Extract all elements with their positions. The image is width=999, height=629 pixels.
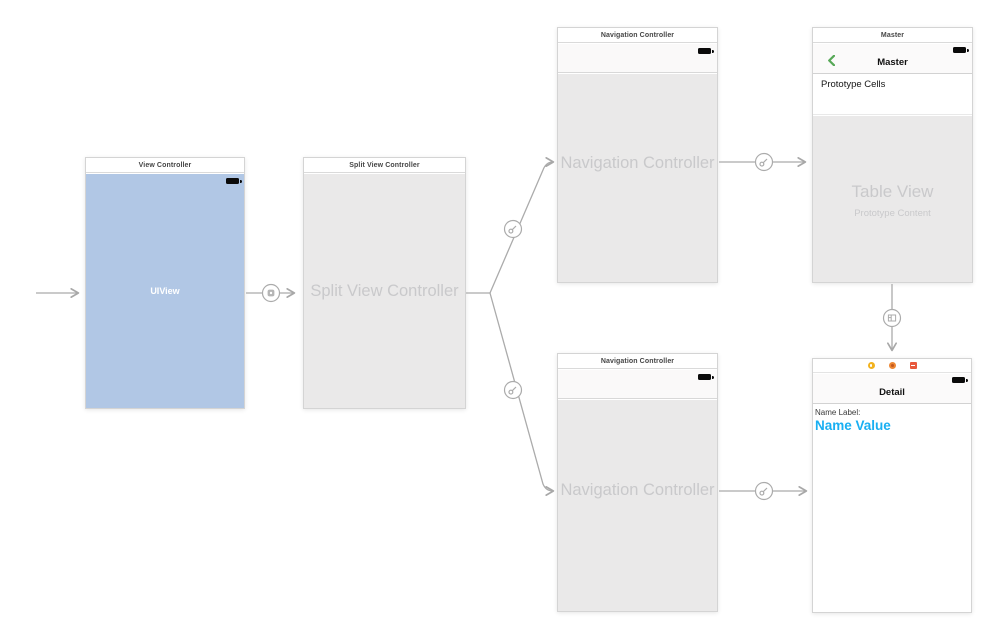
- name-label[interactable]: Name Label:: [815, 408, 861, 417]
- scene-title-split-view-controller[interactable]: Split View Controller: [304, 158, 465, 173]
- prototype-cells-header: Prototype Cells: [821, 79, 886, 90]
- scene-title-navigation-controller-top[interactable]: Navigation Controller: [558, 28, 717, 43]
- scene-split-view-controller[interactable]: Split View Controller Split View Control…: [303, 157, 466, 409]
- detail-nav-title[interactable]: Detail: [879, 387, 905, 398]
- chevron-left-icon: [828, 55, 835, 66]
- navigation-bar-top[interactable]: [558, 44, 717, 73]
- scene-master[interactable]: Master Master Prototype Cells Table View…: [812, 27, 973, 283]
- first-responder-icon[interactable]: [888, 362, 896, 369]
- battery-icon: [698, 48, 714, 54]
- navigation-controller-bottom-body[interactable]: [558, 400, 717, 611]
- detail-content-view[interactable]: Name Label: Name Value: [813, 405, 971, 612]
- embed-segue-icon[interactable]: [261, 283, 281, 303]
- battery-icon: [952, 377, 968, 383]
- relationship-segue-icon[interactable]: [754, 481, 774, 501]
- scene-title-view-controller[interactable]: View Controller: [86, 158, 244, 173]
- scene-title-navigation-controller-bottom[interactable]: Navigation Controller: [558, 354, 717, 369]
- relationship-segue-icon[interactable]: [503, 219, 523, 239]
- master-nav-title[interactable]: Master: [877, 57, 908, 68]
- navigation-bar-bottom[interactable]: [558, 370, 717, 399]
- exit-icon[interactable]: [909, 362, 917, 369]
- name-value-label[interactable]: Name Value: [815, 418, 891, 433]
- uiview-blue-view[interactable]: UIView: [86, 174, 244, 408]
- scene-navigation-controller-top[interactable]: Navigation Controller Navigation Control…: [557, 27, 718, 283]
- segue-line-split-to-nav-bottom[interactable]: [489, 292, 555, 497]
- navigation-controller-top-body[interactable]: [558, 74, 717, 282]
- table-view-placeholder-subtitle: Prototype Content: [854, 208, 931, 219]
- battery-icon: [226, 178, 242, 184]
- prototype-cells-row[interactable]: Prototype Cells: [813, 75, 972, 115]
- master-navigation-bar[interactable]: Master: [813, 44, 972, 74]
- scene-detail[interactable]: Detail Name Label: Name Value: [812, 358, 972, 613]
- split-view-controller-body[interactable]: Split View Controller: [304, 174, 465, 408]
- show-detail-segue-icon[interactable]: [882, 308, 902, 328]
- relationship-segue-icon[interactable]: [754, 152, 774, 172]
- battery-icon: [698, 374, 714, 380]
- scene-view-controller[interactable]: View Controller UIView: [85, 157, 245, 409]
- view-controller-icon[interactable]: [867, 362, 875, 369]
- scene-dock: [813, 359, 971, 373]
- segue-line-split-to-nav-top[interactable]: [489, 156, 555, 294]
- table-view-placeholder-title: Table View: [851, 182, 934, 201]
- table-view[interactable]: Table View Prototype Content: [813, 116, 972, 282]
- detail-navigation-bar[interactable]: Detail: [813, 374, 971, 404]
- scene-title-master[interactable]: Master: [813, 28, 972, 43]
- uiview-label: UIView: [150, 286, 180, 296]
- relationship-segue-icon[interactable]: [503, 380, 523, 400]
- battery-icon: [953, 47, 969, 53]
- scene-navigation-controller-bottom[interactable]: Navigation Controller Navigation Control…: [557, 353, 718, 612]
- split-view-controller-placeholder: Split View Controller: [310, 281, 459, 300]
